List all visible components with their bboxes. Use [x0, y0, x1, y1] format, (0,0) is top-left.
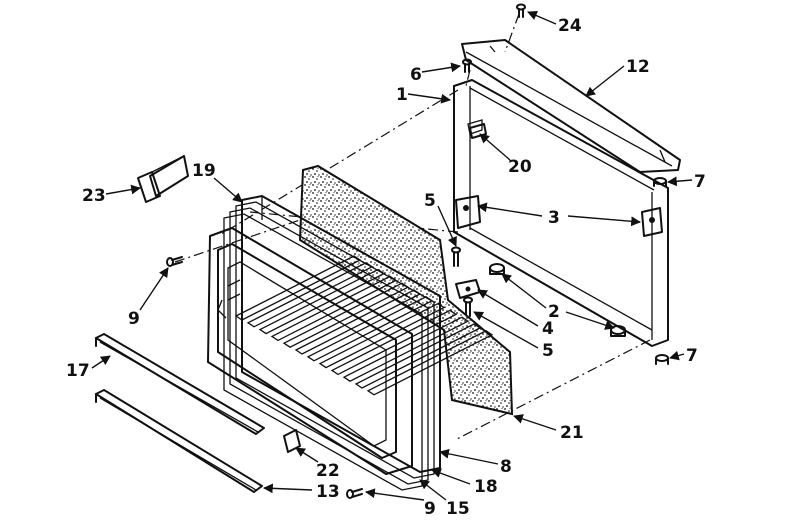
shelf-rib: [306, 296, 434, 362]
callout-7-top: 7: [694, 172, 706, 192]
trim-end-cap: [283, 429, 301, 453]
shelf-rib: [282, 282, 410, 348]
callout-19: 19: [192, 161, 216, 181]
shelf-rib: [354, 323, 482, 389]
callout-3: 3: [548, 208, 560, 228]
shelf-rib: [246, 262, 374, 328]
screw-5-lower: [463, 296, 473, 317]
callout-labels: 24 12 6 1 20 7 19 23 5 3 2 9 4 5 7 17 21…: [66, 16, 706, 519]
shelf-rib: [270, 275, 398, 342]
callout-21: 21: [560, 423, 584, 443]
shelf-rib: [234, 255, 362, 321]
handle-trim-upper: [95, 333, 265, 435]
callout-6: 6: [410, 65, 422, 85]
door-stop-right: [610, 325, 626, 337]
bracket: [455, 279, 481, 299]
callout-12: 12: [626, 57, 650, 77]
screw-5-upper: [451, 246, 461, 267]
callout-4: 4: [542, 319, 554, 339]
shelf-rib: [342, 316, 470, 382]
liner-shelf-ribs: [234, 255, 494, 396]
callout-13: 13: [316, 482, 340, 502]
door-handle: [137, 155, 189, 203]
inner-door-liner: [207, 227, 413, 475]
screw-9-bottom: [346, 488, 363, 499]
callout-24: 24: [558, 16, 582, 36]
leader-lines: [91, 10, 693, 501]
handle-trim-lower: [95, 389, 263, 493]
hinge-pin-top: [653, 177, 667, 187]
callout-17: 17: [66, 361, 90, 381]
callout-9-left: 9: [128, 309, 140, 329]
callout-8: 8: [500, 457, 512, 477]
shelf-rib: [366, 330, 494, 396]
callout-7-bottom: 7: [686, 346, 698, 366]
callout-22: 22: [316, 461, 340, 481]
screw-6: [462, 58, 472, 73]
callout-18: 18: [474, 477, 498, 497]
callout-5-upper: 5: [424, 191, 436, 211]
callout-2: 2: [548, 302, 560, 322]
shelf-rib: [330, 309, 458, 376]
hinge-pin-bottom: [655, 354, 669, 365]
hinge-left: [455, 195, 481, 229]
screw-9-left: [166, 256, 183, 267]
hinge-right: [641, 207, 663, 237]
door-stop-left: [489, 263, 505, 275]
shelf-rib: [294, 289, 422, 355]
callout-15: 15: [446, 499, 470, 519]
callout-1: 1: [396, 85, 408, 105]
screw-24: [516, 3, 526, 18]
door-panel: [453, 79, 669, 347]
shelf-rib: [258, 268, 386, 335]
shelf-rib: [318, 302, 446, 369]
callout-20: 20: [508, 157, 532, 177]
callout-23: 23: [82, 186, 106, 206]
callout-9-bottom: 9: [424, 499, 436, 519]
callout-5-lower: 5: [542, 341, 554, 361]
